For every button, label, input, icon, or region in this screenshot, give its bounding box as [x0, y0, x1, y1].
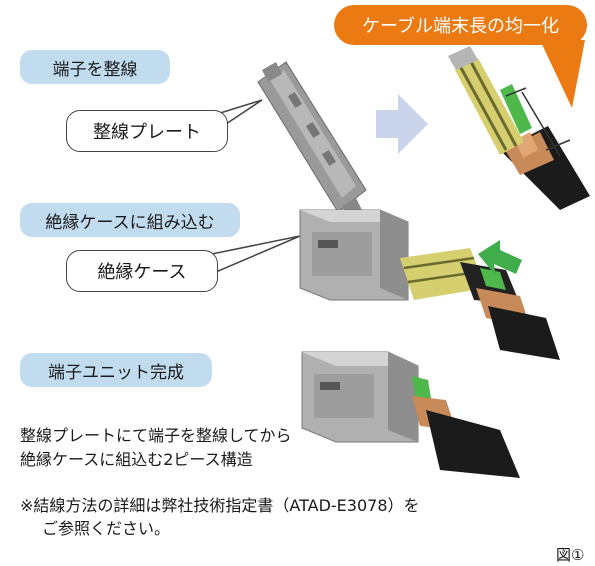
step-label-align: 端子を整線 [20, 50, 170, 84]
note: ※結線方法の詳細は弊社技術指定書（ATAD-E3078）を ご参照ください。 [20, 496, 420, 538]
step-label-assemble: 絶縁ケースに組み込む [20, 203, 240, 237]
figure-label: 図① [556, 546, 585, 564]
banner: ケーブル端末長の均一化 [334, 5, 587, 45]
banner-text: ケーブル端末長の均一化 [362, 16, 559, 37]
callout-plate: 整線プレート [66, 110, 228, 152]
description: 整線プレートにて端子を整線してから 絶縁ケースに組込む2ピース構造 [20, 426, 292, 469]
callout-case: 絶縁ケース [66, 250, 218, 292]
step-label-complete: 端子ユニット完成 [20, 353, 212, 387]
